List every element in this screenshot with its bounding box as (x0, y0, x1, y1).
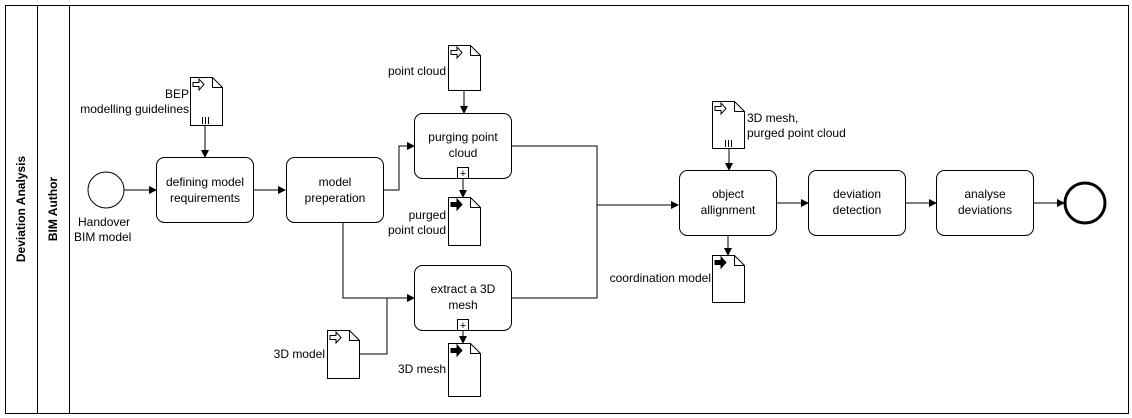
task-purging-point-cloud[interactable]: purging point cloud + (414, 113, 512, 181)
flow-preparation-to-extract (342, 222, 415, 302)
data-object-mesh-purged-label-line1: 3D mesh, (747, 111, 798, 125)
subprocess-marker-extract (457, 319, 469, 331)
task-model-preparation[interactable]: model preperation (286, 157, 384, 223)
task-deviation-detection[interactable]: deviation detection (808, 170, 906, 236)
data-object-3d-mesh[interactable] (448, 343, 481, 397)
task-preparation-line2: preperation (305, 191, 366, 205)
data-object-3d-model-label: 3D model (274, 347, 325, 361)
data-object-bep-label-line1: BEP (165, 87, 189, 101)
task-object-allignment[interactable]: object allignment (679, 170, 777, 236)
task-extract-3d-mesh[interactable]: extract a 3D mesh + (414, 265, 512, 333)
output-arrow-icon (450, 343, 463, 358)
assoc-3dmodel-to-extract (359, 298, 388, 355)
pool-title: Deviation Analysis (14, 156, 28, 263)
collection-marker-icon (202, 117, 209, 124)
task-preparation-line1: model (319, 175, 352, 189)
flow-preparation-to-purging (384, 142, 415, 191)
task-allignment-line1: object (712, 187, 745, 201)
task-defining-line2: requirements (170, 191, 240, 205)
data-object-point-cloud[interactable] (448, 45, 481, 91)
task-allignment-line2: allignment (701, 203, 756, 217)
pool-frame (5, 5, 1129, 414)
output-arrow-icon (450, 197, 463, 212)
data-object-mesh-purged-label-line2: purged point cloud (747, 126, 846, 140)
data-object-coordination-model[interactable] (712, 255, 745, 303)
task-detection-line2: detection (833, 203, 882, 217)
task-extract-line1: extract a 3D (431, 282, 496, 296)
task-purging-line2: cloud (449, 146, 478, 160)
task-analyse-line1: analyse (964, 187, 1006, 201)
lane-title: BIM Author (46, 177, 60, 242)
input-arrow-icon (714, 101, 727, 116)
data-object-bep-label-line2: modelling guidelines (80, 102, 189, 116)
data-object-purged-label-line2: point cloud (388, 223, 446, 237)
task-detection-line1: deviation (833, 187, 881, 201)
data-object-3d-model[interactable] (327, 330, 360, 379)
input-arrow-icon (192, 77, 205, 92)
data-object-purged-label-line1: purged (409, 208, 446, 222)
flow-extract-to-allignment (511, 205, 598, 299)
task-extract-line2: mesh (448, 298, 477, 312)
task-analyse-line2: deviations (958, 203, 1012, 217)
flow-purging-to-allignment (511, 145, 598, 205)
start-event-label-line2: BIM model (74, 230, 131, 244)
collection-marker-icon (725, 140, 732, 147)
input-arrow-icon (329, 330, 342, 345)
task-purging-line1: purging point (428, 130, 498, 144)
task-defining-line1: defining model (166, 175, 244, 189)
input-arrow-icon (450, 45, 463, 60)
output-arrow-icon (714, 255, 727, 270)
data-object-coordination-label: coordination model (610, 271, 711, 285)
task-analyse-deviations[interactable]: analyse deviations (936, 170, 1034, 236)
start-event[interactable] (87, 171, 125, 209)
subprocess-marker-extract-symbol: + (460, 320, 466, 332)
data-object-mesh-purged-point-cloud[interactable] (712, 101, 745, 149)
data-object-purged-point-cloud[interactable] (448, 197, 481, 246)
data-object-point-cloud-label: point cloud (388, 64, 446, 78)
subprocess-marker-purging-symbol: + (460, 168, 466, 180)
start-event-label-line1: Handover (78, 215, 130, 229)
data-object-bep[interactable] (190, 77, 223, 126)
subprocess-marker-purging (457, 167, 469, 179)
task-defining-model-requirements[interactable]: defining model requirements (156, 157, 254, 223)
data-object-3d-mesh-label: 3D mesh (398, 362, 446, 376)
end-event[interactable] (1063, 181, 1107, 225)
